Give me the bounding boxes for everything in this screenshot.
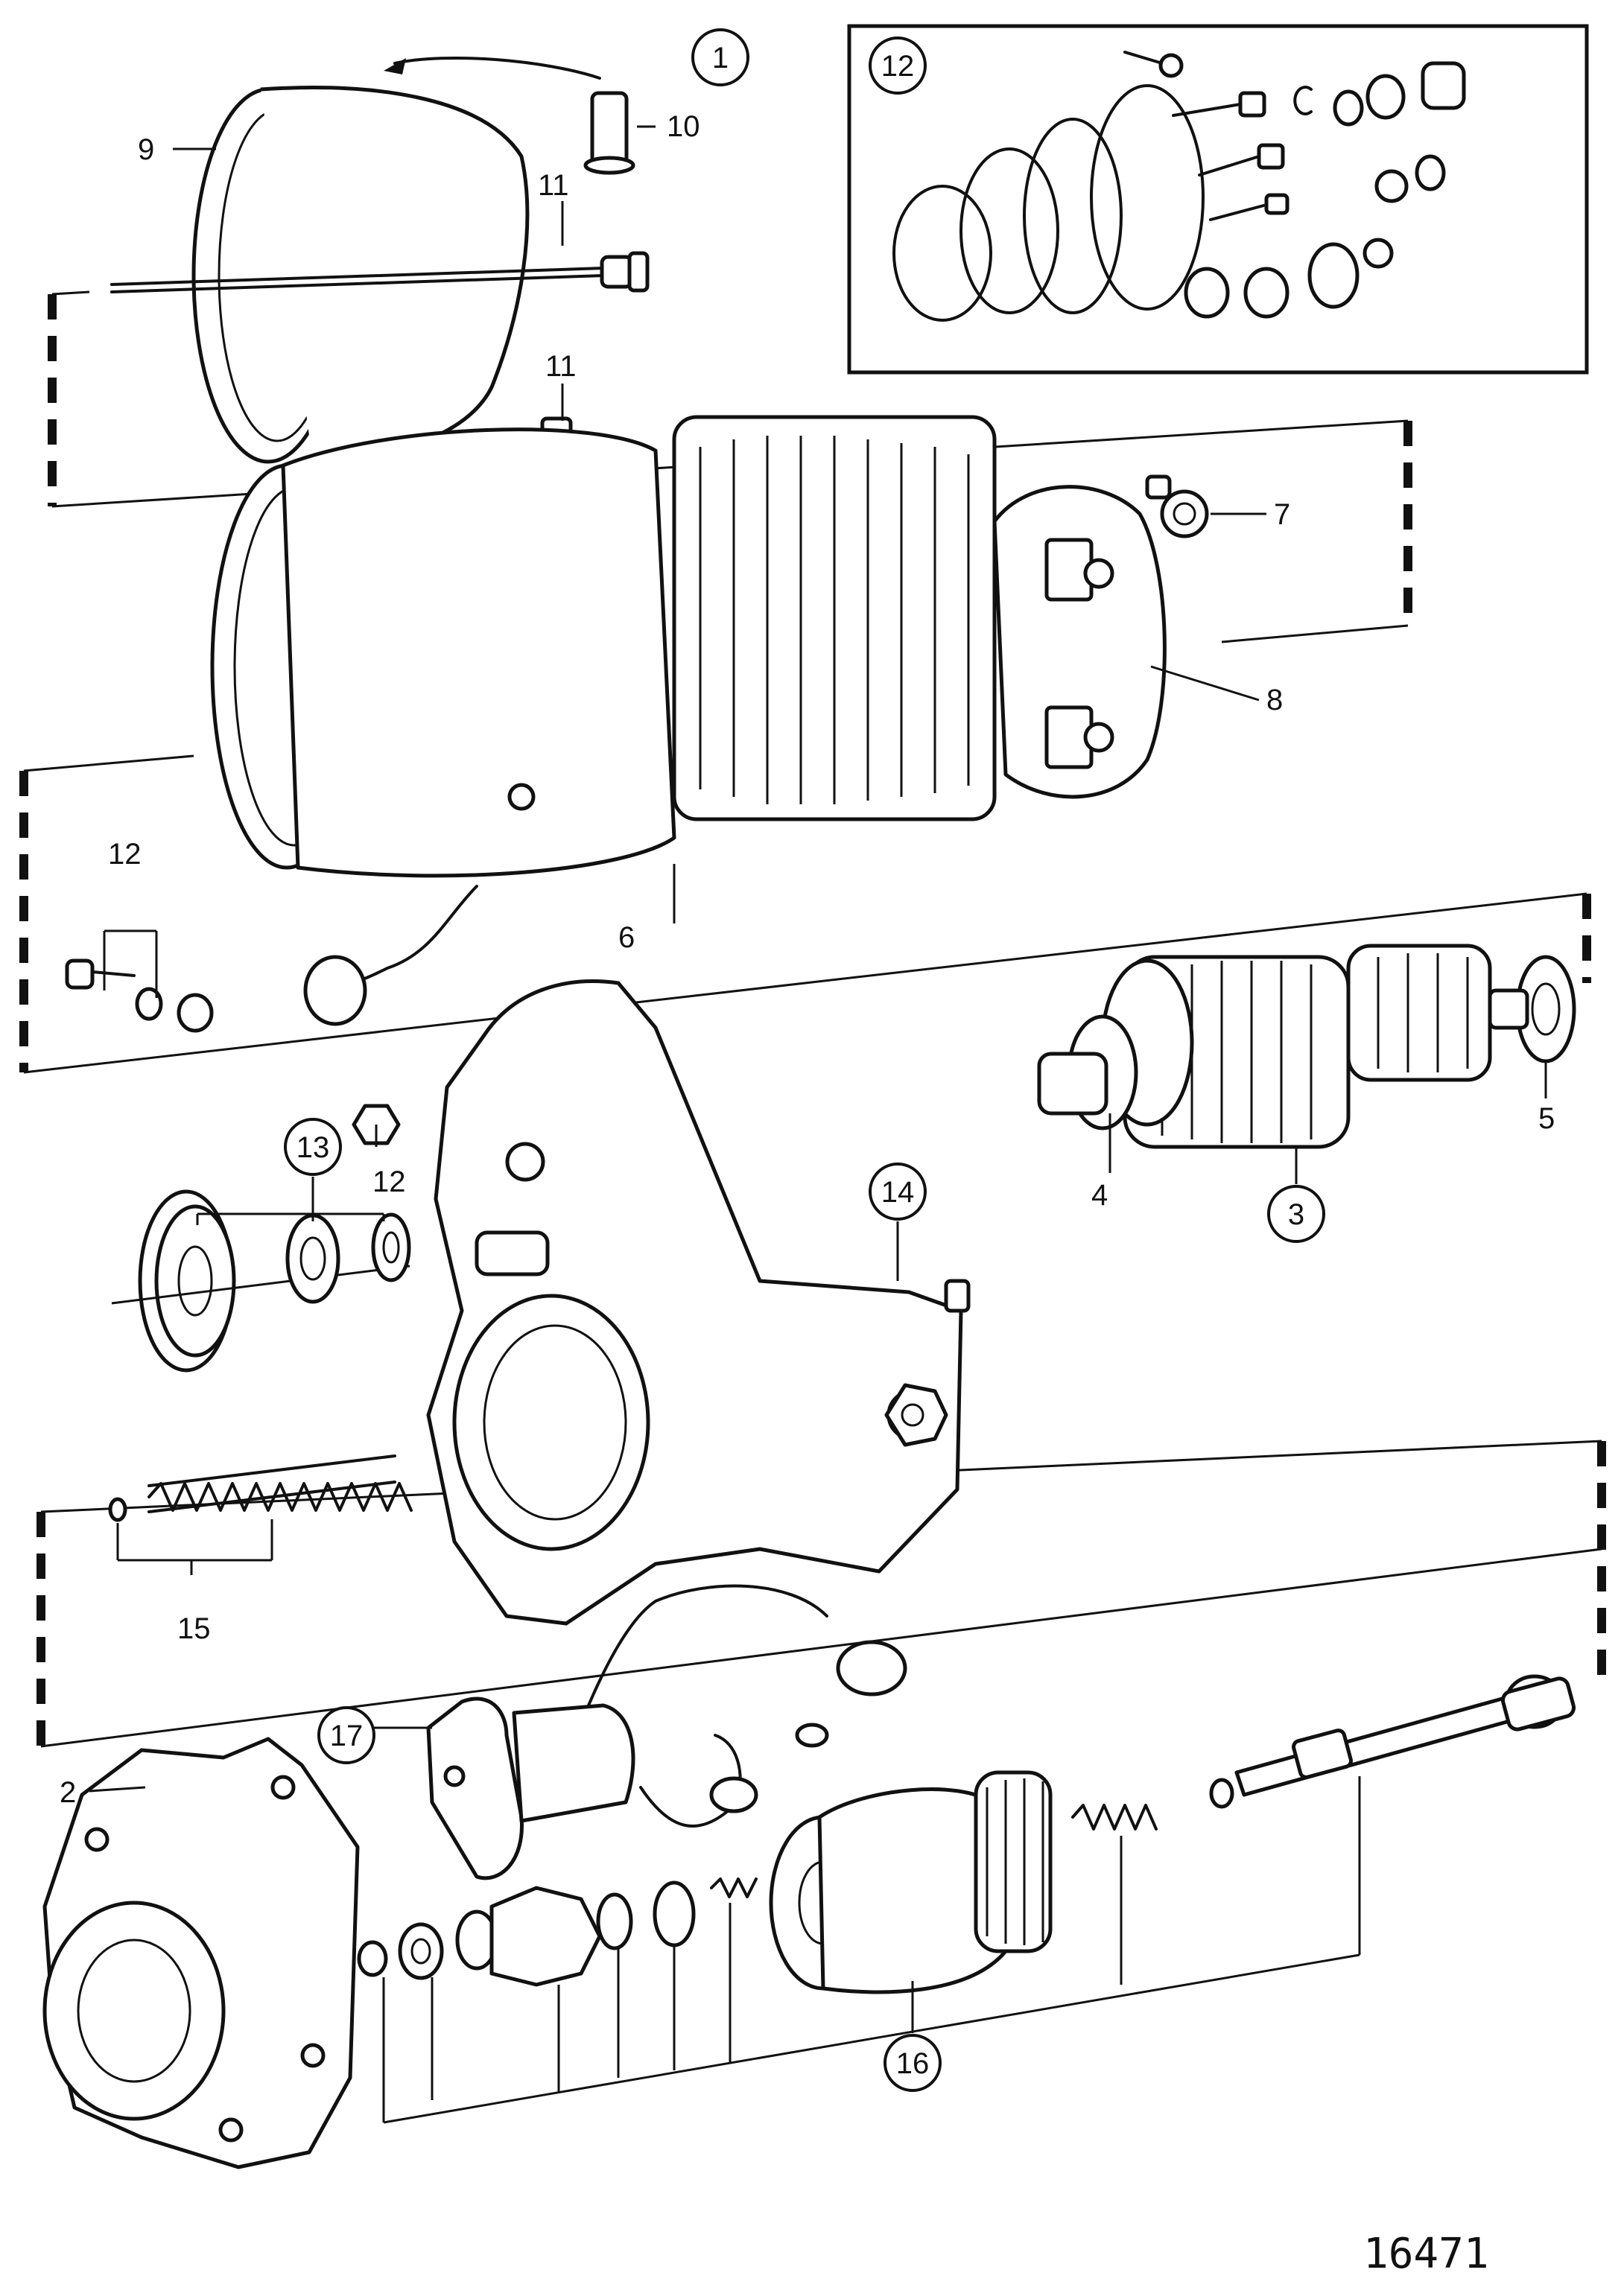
armature-part-3 bbox=[1037, 944, 1492, 1149]
callout-16: 16 bbox=[884, 2034, 942, 2092]
svg-text:14: 14 bbox=[881, 1176, 915, 1209]
label-15: 15 bbox=[177, 1612, 211, 1645]
kit-washers-and-nuts bbox=[1184, 61, 1466, 319]
svg-text:12: 12 bbox=[881, 50, 915, 83]
gear-housing-part-14 bbox=[426, 979, 971, 1626]
through-bolt-part-11 bbox=[110, 251, 650, 293]
svg-text:13: 13 bbox=[296, 1131, 330, 1164]
label-6: 6 bbox=[618, 921, 635, 954]
brush-spring-part-7 bbox=[1145, 474, 1209, 538]
label-5: 5 bbox=[1538, 1102, 1555, 1135]
callout-1: 1 bbox=[691, 28, 749, 86]
assembly-bracket-middle bbox=[19, 754, 1591, 1074]
pinion-parts bbox=[357, 1877, 758, 1987]
label-12-bolt: 12 bbox=[108, 838, 142, 871]
label-4: 4 bbox=[1091, 1179, 1108, 1212]
field-coils bbox=[672, 415, 997, 821]
callout-3: 3 bbox=[1267, 1185, 1325, 1243]
callout-17: 17 bbox=[317, 1706, 375, 1764]
drive-end-housing-part-2 bbox=[42, 1737, 360, 2169]
leader-lines bbox=[89, 125, 1547, 2124]
bearing-part-5 bbox=[1488, 955, 1576, 1063]
label-9: 9 bbox=[138, 133, 154, 166]
bearing-part-13 bbox=[285, 1212, 411, 1304]
label-7: 7 bbox=[1274, 498, 1290, 531]
callout-13: 13 bbox=[284, 1118, 342, 1176]
svg-text:16: 16 bbox=[896, 2047, 930, 2080]
label-8: 8 bbox=[1266, 684, 1283, 716]
repair-kit-box-part-12: 12 bbox=[847, 24, 1589, 375]
field-frame-part-6 bbox=[210, 427, 676, 1026]
svg-text:17: 17 bbox=[330, 1720, 364, 1752]
label-10: 10 bbox=[667, 110, 700, 143]
intermediate-gear-part-13 bbox=[111, 1189, 410, 1373]
spring-part-15 bbox=[108, 1454, 413, 1522]
drawing-number: 16471 bbox=[1363, 2230, 1489, 2278]
label-11-screw: 11 bbox=[545, 350, 577, 383]
brush-holder-part-8 bbox=[992, 485, 1167, 799]
end-cover-part-9 bbox=[191, 56, 601, 464]
label-11-bolt: 11 bbox=[538, 169, 569, 202]
bushing-part-10 bbox=[583, 91, 635, 175]
kit-bolts bbox=[1123, 51, 1289, 221]
overrunning-clutch-part-16 bbox=[769, 1770, 1234, 1994]
callout-14: 14 bbox=[869, 1163, 927, 1221]
solenoid-part-17 bbox=[426, 1584, 907, 1880]
svg-text:3: 3 bbox=[1288, 1198, 1304, 1231]
svg-text:1: 1 bbox=[712, 42, 729, 74]
label-12-nut: 12 bbox=[372, 1166, 406, 1198]
pinion-shaft bbox=[1234, 1674, 1576, 1797]
label-2: 2 bbox=[60, 1776, 76, 1809]
